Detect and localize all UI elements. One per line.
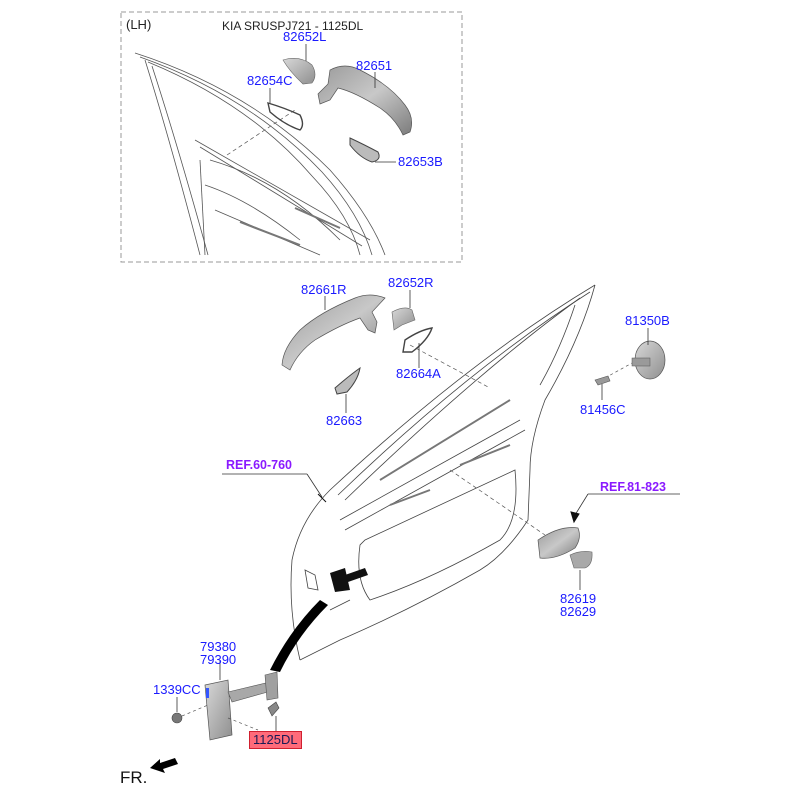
part-1339CC-shape[interactable] (171, 712, 183, 724)
front-direction-label: FR. (120, 768, 148, 787)
inset-lh-box (120, 11, 463, 263)
inset-door-frame (134, 52, 386, 256)
part-82619-shape[interactable] (569, 551, 593, 569)
part-79380-shape[interactable] (204, 671, 279, 741)
ref-label-60-760[interactable]: REF.60-760 (226, 458, 293, 472)
part-82661R-shape[interactable] (281, 294, 386, 371)
part-label-82663[interactable]: 82663 (326, 413, 363, 428)
part-82663-shape[interactable] (334, 366, 361, 395)
part-label-81456C[interactable]: 81456C (580, 402, 626, 417)
part-label-82664A[interactable]: 82664A (396, 366, 441, 381)
part-label-82652R[interactable]: 82652R (388, 275, 434, 290)
part-label-1125DL-highlighted[interactable]: 1125DL (249, 731, 302, 749)
part-label-82653B[interactable]: 82653B (398, 154, 443, 169)
inset-part-82651-shape[interactable] (317, 65, 412, 136)
part-82664A-shape[interactable] (402, 327, 434, 353)
door-shell (290, 284, 596, 661)
part-81456C-shape[interactable] (594, 375, 611, 386)
inset-side-label: (LH) (126, 17, 152, 32)
part-label-81350B[interactable]: 81350B (625, 313, 670, 328)
part-81350B-shape[interactable] (631, 340, 666, 380)
part-label-82661R[interactable]: 82661R (301, 282, 347, 297)
part-label-82654C[interactable]: 82654C (247, 73, 293, 88)
part-label-82652L[interactable]: 82652L (283, 29, 327, 44)
part-label-82651[interactable]: 82651 (356, 58, 393, 73)
part-1125DL-shape[interactable] (267, 701, 280, 717)
inner-handle-shape[interactable] (537, 527, 580, 559)
inset-part-82652L-shape[interactable] (282, 58, 316, 85)
ref-label-81-823[interactable]: REF.81-823 (600, 480, 667, 494)
part-82652R-shape[interactable] (391, 307, 416, 331)
inset-part-82653B-shape[interactable] (349, 137, 380, 163)
front-arrow-icon (150, 758, 178, 773)
part-label-82619[interactable]: 82619 (560, 591, 597, 606)
part-label-82629[interactable]: 82629 (560, 604, 597, 619)
inset-part-82654C-shape[interactable] (267, 101, 304, 131)
part-label-79380[interactable]: 79380 (200, 639, 237, 654)
part-label-79390[interactable]: 79390 (200, 652, 237, 667)
part-label-1339CC[interactable]: 1339CC (153, 682, 201, 697)
check-link-inside (270, 568, 368, 672)
inset-title: KIA SRUSPJ721 - 1125DL (222, 19, 364, 33)
